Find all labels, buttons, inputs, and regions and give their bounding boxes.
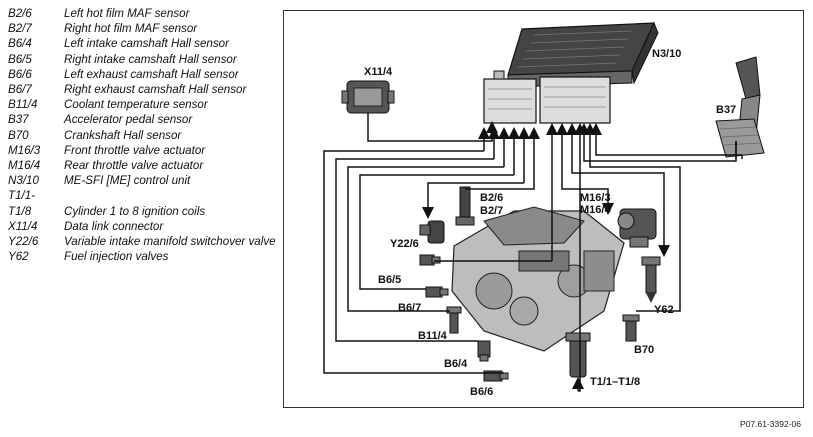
fuel-injector-icon: [641, 256, 661, 303]
label-b6-5: B6/5: [378, 274, 401, 286]
legend-desc: Accelerator pedal sensor: [64, 113, 193, 127]
label-x11-4: X11/4: [364, 66, 393, 78]
legend-desc: Fuel injection valves: [64, 250, 169, 264]
legend-code: B70: [8, 128, 29, 142]
label-b2-7: B2/7: [480, 205, 503, 217]
throttle-actuator-icon: [617, 208, 657, 248]
label-b11-4: B11/4: [418, 330, 448, 342]
legend-row: Y62 Fuel injection valves: [8, 249, 278, 264]
legend-list: B2/6 Left hot film MAF sensor B2/7 Right h…: [8, 6, 278, 264]
label-y22-6: Y22/6: [390, 238, 419, 250]
label-t1: T1/1–T1/8: [590, 376, 640, 388]
label-n3-10: N3/10: [652, 48, 681, 60]
legend-code: T1/8: [8, 204, 32, 218]
legend-row: B37 Accelerator pedal sensor: [8, 112, 278, 127]
legend-desc: Left hot film MAF sensor: [64, 7, 190, 20]
legend-row: B2/6 Left hot film MAF sensor: [8, 6, 278, 21]
crankshaft-sensor-icon: [622, 314, 640, 342]
label-b2-6: B2/6: [480, 192, 503, 204]
legend-code: N3/10: [8, 174, 39, 188]
data-link-connector-icon: [341, 80, 395, 114]
label-y62: Y62: [654, 304, 674, 316]
maf-sensor-icon: [455, 186, 475, 226]
engine-icon: [451, 206, 625, 352]
legend-code: T1/1-: [8, 189, 36, 203]
legend-row: B2/7 Right hot film MAF sensor: [8, 21, 278, 36]
label-m16-3: M16/3: [580, 192, 611, 204]
legend-code: M16/3: [8, 143, 41, 157]
label-b6-6: B6/6: [470, 386, 493, 398]
legend-row: B11/4 Coolant temperature sensor: [8, 97, 278, 112]
legend-desc: Cylinder 1 to 8 ignition coils: [64, 204, 206, 218]
wire-lines: [323, 113, 743, 392]
control-unit-icon: [483, 21, 659, 124]
legend-code: B37: [8, 113, 29, 127]
label-m16-4: M16/4: [580, 204, 611, 216]
accelerator-pedal-icon: [715, 56, 765, 158]
wiring-diagram: N3/10 X11/4 B37 B2/6 B2/7: [323, 21, 765, 398]
legend-row: B70 Crankshaft Hall sensor: [8, 128, 278, 143]
legend-row: T1/1-: [8, 188, 278, 203]
legend-code: M16/4: [8, 159, 41, 173]
legend-desc: Coolant temperature sensor: [64, 98, 208, 112]
camshaft-sensor-icon: [419, 254, 441, 266]
wire-lines: [546, 123, 602, 391]
legend-desc: Right intake camshaft Hall sensor: [64, 52, 237, 66]
camshaft-sensor-icon: [425, 286, 449, 298]
legend-code: B6/7: [8, 83, 32, 97]
legend-desc: Rear throttle valve actuator: [64, 159, 204, 173]
legend-code: B6/4: [8, 37, 32, 51]
legend-desc: Left intake camshaft Hall sensor: [64, 37, 229, 51]
switchover-valve-icon: [419, 220, 445, 244]
legend-row: M16/3 Front throttle valve actuator: [8, 143, 278, 158]
legend-row: Y22/6 Variable intake manifold switchover…: [8, 234, 278, 249]
legend-row: B6/7 Right exhaust camshaft Hall sensor: [8, 82, 278, 97]
legend-code: B2/7: [8, 22, 32, 36]
legend-row: B6/6 Left exhaust camshaft Hall sensor: [8, 67, 278, 82]
legend-row: M16/4 Rear throttle valve actuator: [8, 158, 278, 173]
figure-id: P07.61-3392-06: [740, 419, 801, 429]
legend-code: X11/4: [8, 219, 38, 233]
legend-desc: Variable intake manifold switchover valv…: [64, 235, 276, 249]
wiring-diagram-frame: N3/10 X11/4 B37 B2/6 B2/7: [283, 10, 804, 408]
legend-desc: ME-SFI [ME] control unit: [64, 174, 191, 188]
legend-code: B6/5: [8, 52, 32, 66]
legend-desc: Data link connector: [64, 219, 164, 233]
legend-desc: Front throttle valve actuator: [64, 143, 206, 157]
legend-row: B6/4 Left intake camshaft Hall sensor: [8, 36, 278, 51]
legend-desc: Left exhaust camshaft Hall sensor: [64, 67, 239, 81]
legend-code: B11/4: [8, 98, 38, 112]
legend-row: B6/5 Right intake camshaft Hall sensor: [8, 52, 278, 67]
label-b37: B37: [716, 104, 736, 116]
legend-code: Y22/6: [8, 235, 39, 249]
legend-row: X11/4 Data link connector: [8, 219, 278, 234]
legend-code: Y62: [8, 250, 29, 264]
label-b70: B70: [634, 344, 654, 356]
legend-desc: Crankshaft Hall sensor: [64, 128, 182, 142]
label-b6-4: B6/4: [444, 358, 468, 370]
ignition-coil-icon: [565, 332, 591, 378]
label-b6-7: B6/7: [398, 302, 421, 314]
legend-code: B6/6: [8, 67, 32, 81]
legend-code: B2/6: [8, 7, 32, 20]
legend-row: N3/10 ME-SFI [ME] control unit: [8, 173, 278, 188]
legend-row: T1/8 Cylinder 1 to 8 ignition coils: [8, 204, 278, 219]
coolant-sensor-icon: [446, 306, 462, 334]
legend-desc: Right exhaust camshaft Hall sensor: [64, 83, 247, 97]
legend-desc: Right hot film MAF sensor: [64, 22, 198, 36]
camshaft-sensor-icon: [477, 340, 491, 362]
legend-desc: [64, 188, 278, 203]
